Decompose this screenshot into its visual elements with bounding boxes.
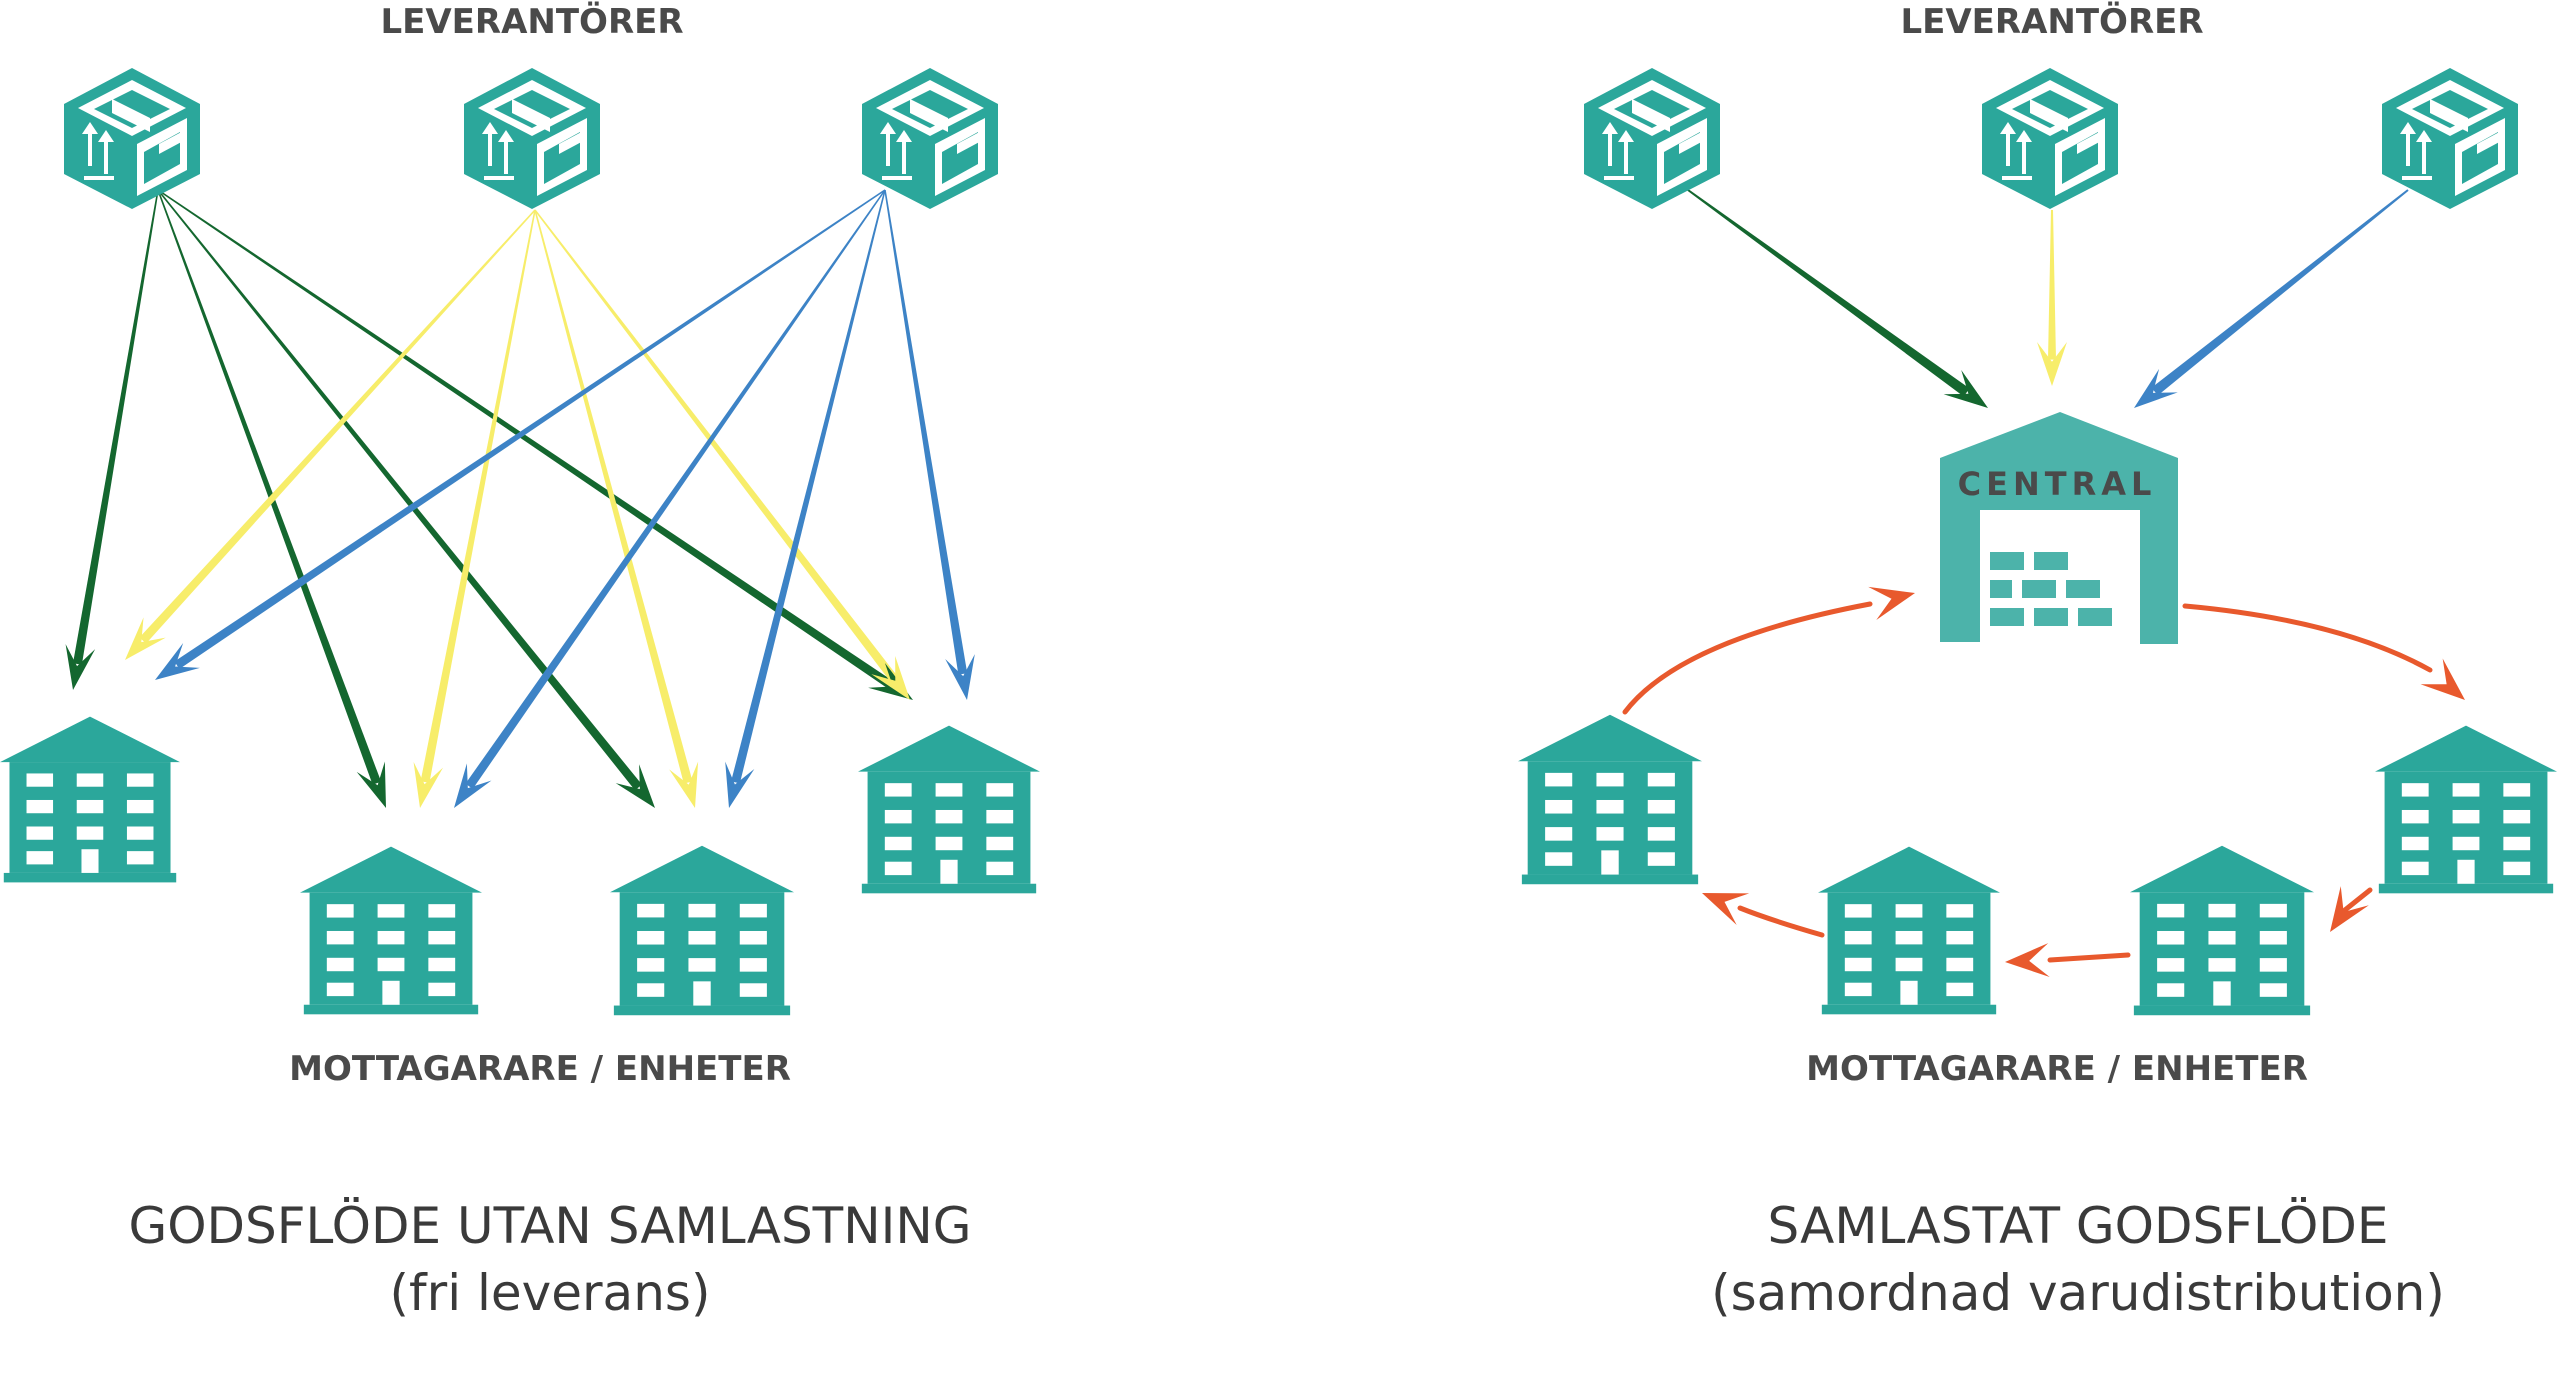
central-loop-arrow-1 xyxy=(1622,601,1873,715)
title-left: GODSFLÖDE UTAN SAMLASTNING xyxy=(128,1197,971,1255)
supplier-1-to-receiver-1-arrow xyxy=(72,189,159,665)
supplier-3-to-receiver-2-arrow-arrowhead xyxy=(454,763,492,808)
supplier-box-icon xyxy=(464,68,600,209)
supplier-3-to-receiver-4-arrow-arrowhead xyxy=(945,654,975,700)
central-label: CENTRAL xyxy=(1958,465,2157,503)
subtitle-right: (samordnad varudistribution) xyxy=(1711,1264,2445,1322)
central-loop-arrow-2-arrowhead xyxy=(2420,658,2465,700)
receiver-building-icon xyxy=(2130,845,2314,1016)
receiver-building-icon xyxy=(858,725,1040,894)
supplier-3-to-receiver-1-arrow xyxy=(174,189,886,670)
supplier-2-to-receiver-1-arrow xyxy=(139,209,536,644)
receiver-building-icon xyxy=(0,716,180,883)
supplier-1-to-receiver-1-arrow-arrowhead xyxy=(65,644,96,690)
supplier-1-to-receiver-2-arrow-arrowhead xyxy=(356,761,386,808)
supplier-2-to-central-arrow-arrowhead xyxy=(2037,342,2067,386)
supplier-1-to-central-arrow xyxy=(1687,189,1970,397)
flow-arrowheads xyxy=(65,342,2465,978)
supplier-1-to-receiver-3-arrow xyxy=(157,189,642,791)
supplier-2-to-receiver-3-arrow-arrowhead xyxy=(669,761,699,808)
supplier-2-to-receiver-4-arrow xyxy=(534,209,898,682)
title-right: SAMLASTAT GODSFLÖDE xyxy=(1768,1197,2389,1255)
supplier-2-to-receiver-3-arrow xyxy=(534,209,693,784)
supplier-box-icon xyxy=(64,68,200,209)
supplier-3-to-receiver-4-arrow xyxy=(884,189,968,675)
central-loop-arrow-4-arrowhead xyxy=(2005,943,2050,978)
supplier-2-to-receiver-1-arrow-arrowhead xyxy=(125,617,166,660)
central-loop-arrow-3-arrowhead xyxy=(2330,886,2369,932)
central-warehouse-icon xyxy=(1940,412,2178,644)
receiver-building-icon xyxy=(1518,714,1702,885)
supplier-box-icon xyxy=(1584,68,1720,209)
receivers-label-right: MOTTAGARARE / ENHETER xyxy=(1806,1049,2308,1089)
supplier-2-to-receiver-4-arrow-arrowhead xyxy=(871,655,910,700)
supplier-1-to-receiver-2-arrow xyxy=(157,189,382,785)
central-loop-arrow-1-arrowhead xyxy=(1868,586,1915,620)
supplier-3-to-receiver-3-arrow xyxy=(731,189,886,784)
suppliers-label-left: LEVERANTÖRER xyxy=(380,1,683,42)
receiver-building-icon xyxy=(2375,725,2557,894)
receiver-building-icon xyxy=(1818,846,2000,1015)
receivers-label-left: MOTTAGARARE / ENHETER xyxy=(289,1049,791,1089)
flow-lines xyxy=(72,189,2433,963)
supplier-1-to-central-arrow-arrowhead xyxy=(1943,370,1988,408)
suppliers-label-right: LEVERANTÖRER xyxy=(1900,1,2203,42)
supplier-3-to-receiver-3-arrow-arrowhead xyxy=(725,761,755,808)
supplier-2-to-central-arrow xyxy=(2048,210,2056,360)
central-loop-arrow-2 xyxy=(2182,603,2433,673)
supplier-3-to-receiver-1-arrow-arrowhead xyxy=(155,643,200,680)
central-loop-arrow-4 xyxy=(2047,952,2131,963)
supplier-box-icon xyxy=(1982,68,2118,209)
central-loop-arrow-3 xyxy=(2342,887,2373,913)
central-loop-arrow-5 xyxy=(1737,905,1825,938)
supplier-1-to-receiver-4-arrow xyxy=(157,189,894,689)
supplier-2-to-receiver-2-arrow-arrowhead xyxy=(413,761,444,808)
supplier-3-to-central-arrow-arrowhead xyxy=(2134,368,2178,408)
supplier-3-to-central-arrow xyxy=(2151,189,2409,396)
receiver-building-icon xyxy=(300,846,482,1015)
central-loop-arrow-5-arrowhead xyxy=(1702,893,1750,925)
supplier-1-to-receiver-3-arrow-arrowhead xyxy=(615,764,655,808)
receiver-building-icon xyxy=(610,845,794,1016)
supplier-2-to-receiver-2-arrow xyxy=(420,209,536,783)
supplier-3-to-receiver-2-arrow xyxy=(465,189,886,789)
subtitle-left: (fri leverans) xyxy=(390,1264,711,1322)
supplier-box-icon xyxy=(862,68,998,209)
supplier-box-icon xyxy=(2382,68,2518,209)
